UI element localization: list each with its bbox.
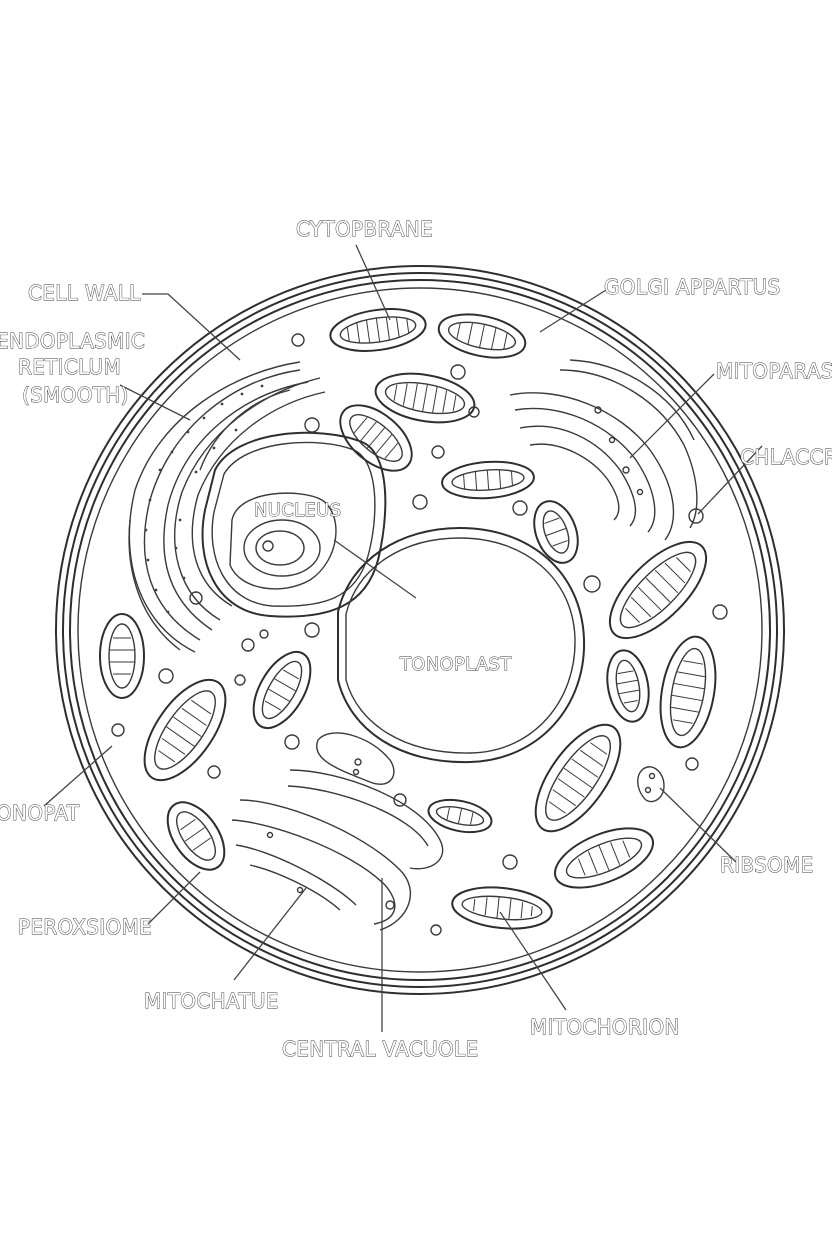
leader-lines: [43, 244, 763, 1032]
mitochondrion-1: [329, 308, 427, 352]
mitochondrion-10: [99, 613, 145, 699]
label-cell-wall: CELL WALL: [28, 281, 141, 305]
label-central-vacuole: CENTRAL VACUOLE: [282, 1037, 478, 1061]
chloroplast-3: [659, 635, 717, 749]
chloroplast-6: [143, 678, 227, 782]
vesicles: [111, 333, 728, 936]
label-tonoplast: TONOPLAST: [399, 654, 512, 675]
label-er-line2: RETICLUM: [18, 355, 121, 379]
label-er-line1: ENDOPLASMIC: [0, 329, 145, 353]
mitochondrion-11: [166, 801, 226, 871]
chloroplast-4: [534, 723, 622, 833]
label-chlaccr: CHLACCR: [740, 445, 832, 469]
chloroplast-1: [608, 540, 708, 640]
mitochondrion-4: [339, 404, 413, 472]
label-onopat: ONOPAT: [0, 801, 80, 825]
mitochondrion-5: [441, 460, 535, 500]
label-peroxsiome: PEROXSIOME: [18, 915, 152, 939]
mitochondrion-6: [533, 500, 579, 564]
label-ribsome: RIBSOME: [720, 853, 814, 877]
endoplasmic-reticulum: [128, 361, 326, 653]
mitochondrion-3: [374, 372, 476, 424]
lower-stacks: [231, 732, 444, 931]
label-cytopbrane: CYTOPBRANE: [296, 217, 433, 241]
chloroplast-5: [553, 827, 655, 889]
organelles: [99, 308, 717, 930]
label-nucleus: NUCLEUS: [254, 500, 341, 521]
central-vacuole: [337, 526, 586, 764]
label-mitoparast: MITOPARAST: [716, 359, 832, 383]
label-mitochorion: MITOCHORION: [530, 1015, 680, 1039]
nucleus: [201, 431, 387, 618]
cell-wall: [55, 265, 785, 995]
mitochondrion-9: [252, 651, 312, 729]
chloroplast-2: [606, 649, 650, 723]
label-mitochatue: MITOCHATUE: [144, 989, 279, 1013]
mitochondrion-8: [451, 886, 553, 930]
golgi-apparatus: [509, 359, 698, 541]
label-er-line3: (SMOOTH): [22, 383, 129, 407]
mitochondrion-2: [437, 313, 527, 359]
mitochondrion-7: [427, 798, 493, 834]
label-golgi: GOLGI APPARTUS: [604, 275, 781, 299]
labels: CYTOPBRANE CELL WALL GOLGI APPARTUS ENDO…: [0, 217, 832, 1062]
